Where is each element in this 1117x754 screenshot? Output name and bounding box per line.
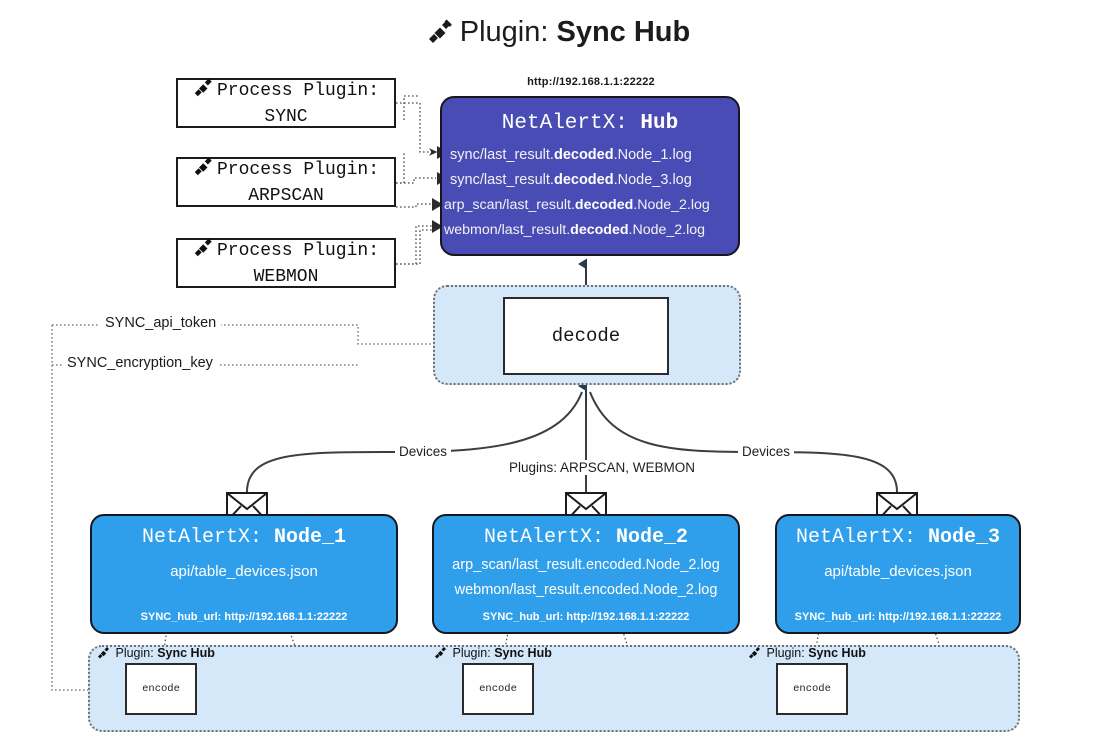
- node-line: arp_scan/last_result.encoded.Node_2.log: [452, 557, 720, 573]
- edge-label-devices-right: Devices: [738, 444, 795, 459]
- process-plugin-arpscan-box[interactable]: Process Plugin: ARPSCAN: [176, 157, 396, 207]
- hub-log-list: sync/last_result.decoded.Node_1.log sync…: [442, 143, 738, 243]
- hub-title: NetAlertX: Hub: [442, 112, 738, 135]
- node-footer: SYNC_hub_url: http://192.168.1.1:22222: [482, 611, 690, 623]
- sync-hub-plugin-strip: [88, 645, 1020, 732]
- title-prefix: Plugin:: [459, 16, 557, 48]
- encode-box[interactable]: encode: [462, 663, 534, 715]
- process-plugin-webmon-box[interactable]: Process Plugin: WEBMON: [176, 238, 396, 288]
- node-footer: SYNC_hub_url: http://192.168.1.1:22222: [140, 611, 348, 623]
- hub-url-label: http://192.168.1.1:22222: [527, 76, 655, 88]
- node-footer: SYNC_hub_url: http://192.168.1.1:22222: [794, 611, 1002, 623]
- hub-log-line: webmon/last_result.decoded.Node_2.log: [444, 222, 706, 238]
- sync-api-token-label: SYNC_api_token: [100, 315, 222, 331]
- node-box-node-3[interactable]: NetAlertX: Node_3 api/table_devices.json…: [775, 514, 1021, 634]
- hub-log-line: arp_scan/last_result.decoded.Node_2.log: [444, 197, 710, 213]
- process-plugin-sync-line1: Process Plugin:: [216, 80, 380, 101]
- edge-label-devices-left: Devices: [395, 444, 452, 459]
- node-line-list: api/table_devices.json: [777, 559, 1019, 584]
- plug-icon: [97, 647, 114, 662]
- process-plugin-arpscan-line1: Process Plugin:: [216, 159, 380, 180]
- process-plugin-sync-line2: SYNC: [264, 107, 308, 127]
- hub-log-line: sync/last_result.decoded.Node_3.log: [450, 172, 692, 188]
- process-plugin-webmon-line1: Process Plugin:: [216, 240, 380, 261]
- process-plugin-arpscan-line2: ARPSCAN: [248, 186, 324, 206]
- plug-icon: [193, 77, 215, 105]
- node-line-list: api/table_devices.json: [92, 559, 396, 584]
- hub-node-box[interactable]: NetAlertX: Hub sync/last_result.decoded.…: [440, 96, 740, 256]
- process-plugin-sync-box[interactable]: Process Plugin: SYNC: [176, 78, 396, 128]
- plug-icon: [748, 647, 765, 662]
- edge-label-plugins-center: Plugins: ARPSCAN, WEBMON: [505, 460, 700, 475]
- encoder-caption: Plugin: Sync Hub: [748, 646, 866, 662]
- sync-encryption-key-label: SYNC_encryption_key: [62, 355, 218, 371]
- page-title: Plugin: Sync Hub: [0, 16, 1117, 52]
- encode-box[interactable]: encode: [776, 663, 848, 715]
- plug-icon: [193, 156, 215, 184]
- hub-title-prefix: NetAlertX:: [501, 112, 641, 135]
- encoder-caption: Plugin: Sync Hub: [434, 646, 552, 662]
- process-plugin-webmon-line2: WEBMON: [253, 267, 319, 287]
- node-title: NetAlertX: Node_2: [483, 526, 689, 549]
- node-line: api/table_devices.json: [824, 563, 972, 580]
- plug-icon: [434, 647, 451, 662]
- node-title: NetAlertX: Node_1: [141, 526, 347, 549]
- node-box-node-2[interactable]: NetAlertX: Node_2 arp_scan/last_result.e…: [432, 514, 740, 634]
- plug-icon: [427, 18, 455, 52]
- node-title: NetAlertX: Node_3: [795, 526, 1001, 549]
- node-line: webmon/last_result.encoded.Node_2.log: [454, 582, 718, 598]
- encode-box[interactable]: encode: [125, 663, 197, 715]
- node-box-node-1[interactable]: NetAlertX: Node_1 api/table_devices.json…: [90, 514, 398, 634]
- node-line: api/table_devices.json: [170, 563, 318, 580]
- hub-log-line: sync/last_result.decoded.Node_1.log: [450, 147, 692, 163]
- title-name: Sync Hub: [556, 16, 691, 48]
- plug-icon: [193, 237, 215, 265]
- decode-box[interactable]: decode: [503, 297, 669, 375]
- node-line-list: arp_scan/last_result.encoded.Node_2.log …: [434, 553, 738, 603]
- hub-title-name: Hub: [640, 112, 679, 135]
- encoder-caption: Plugin: Sync Hub: [97, 646, 215, 662]
